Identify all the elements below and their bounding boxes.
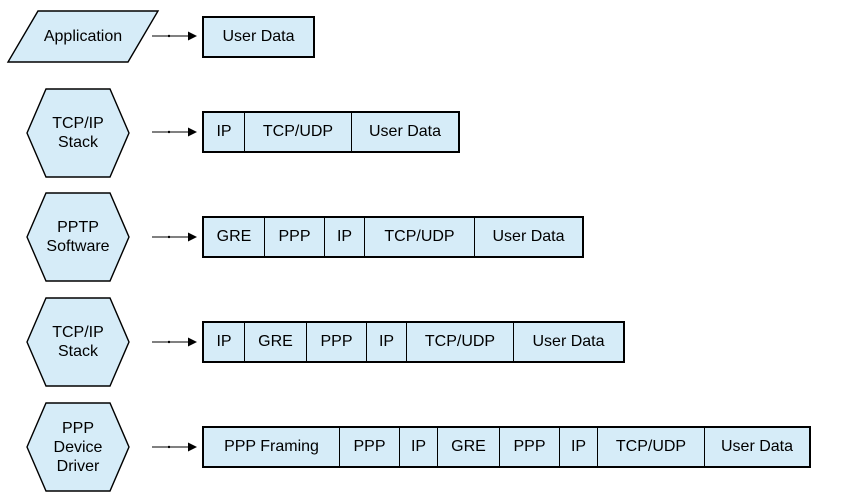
- hexagon-ppp-device-driver: [26, 402, 130, 492]
- packet-strip-row-1: User Data: [202, 16, 315, 58]
- packet-segment: IP: [324, 218, 364, 256]
- packet-segment: GRE: [437, 428, 499, 466]
- flow-arrow-4: [152, 337, 197, 347]
- packet-strip-row-3: GRE PPP IP TCP/UDP User Data: [202, 216, 584, 258]
- flow-arrow-2: [152, 127, 197, 137]
- hexagon-tcpip-stack-2: [26, 297, 130, 387]
- flow-arrow-1: [152, 31, 197, 41]
- packet-segment: PPP: [306, 323, 366, 361]
- parallelogram-application: [6, 10, 160, 63]
- packet-segment: TCP/UDP: [597, 428, 704, 466]
- packet-segment: GRE: [244, 323, 306, 361]
- packet-segment: IP: [399, 428, 437, 466]
- packet-segment: PPP: [499, 428, 559, 466]
- hexagon-tcpip-stack-1: [26, 88, 130, 178]
- packet-segment: PPP Framing: [224, 438, 319, 455]
- packet-segment: User Data: [222, 28, 295, 45]
- packet-segment: TCP/UDP: [406, 323, 513, 361]
- flow-arrow-5: [152, 442, 197, 452]
- packet-segment: IP: [216, 333, 232, 350]
- packet-segment: PPP: [264, 218, 324, 256]
- packet-strip-row-2: IP TCP/UDP User Data: [202, 111, 460, 153]
- packet-segment: PPP: [339, 428, 399, 466]
- packet-segment: TCP/UDP: [364, 218, 474, 256]
- packet-strip-row-5: PPP Framing PPP IP GRE PPP IP TCP/UDP Us…: [202, 426, 811, 468]
- packet-segment: User Data: [474, 218, 582, 256]
- packet-segment: TCP/UDP: [244, 113, 351, 151]
- hexagon-pptp-software: [26, 192, 130, 282]
- packet-segment: User Data: [513, 323, 623, 361]
- packet-strip-row-4: IP GRE PPP IP TCP/UDP User Data: [202, 321, 625, 363]
- packet-segment: GRE: [216, 228, 252, 245]
- packet-segment: IP: [366, 323, 406, 361]
- packet-segment: User Data: [351, 113, 458, 151]
- packet-segment: IP: [559, 428, 597, 466]
- packet-segment: User Data: [704, 428, 809, 466]
- packet-segment: IP: [216, 123, 232, 140]
- flow-arrow-3: [152, 232, 197, 242]
